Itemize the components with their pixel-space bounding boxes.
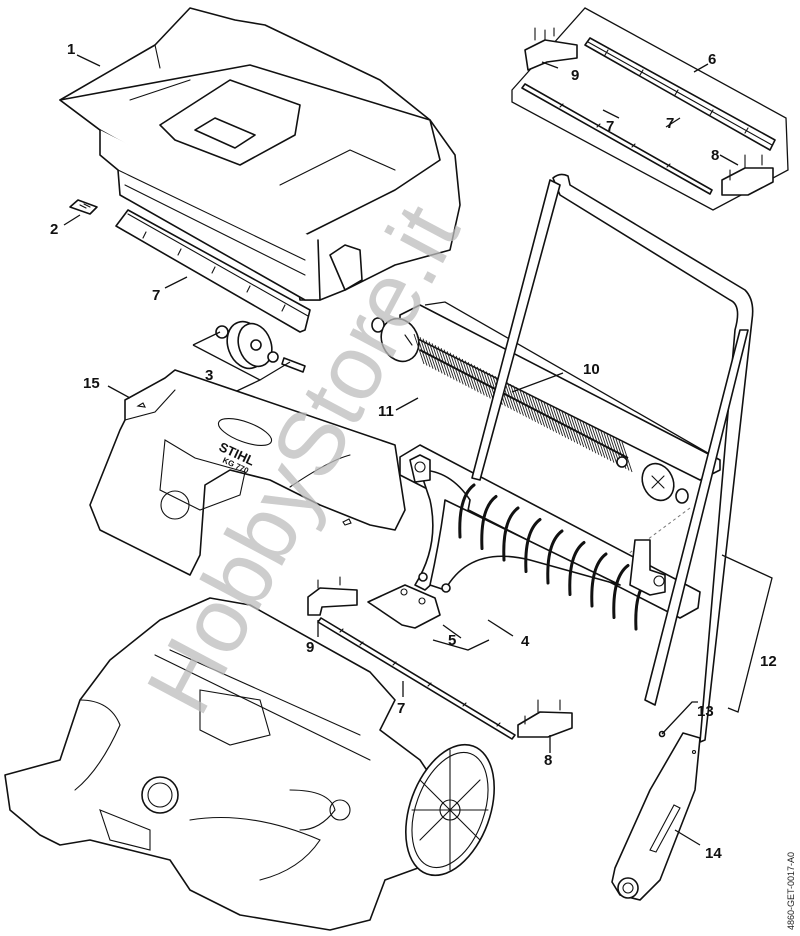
callout-leaders — [63, 54, 739, 846]
callout-6[interactable]: 6 — [708, 51, 716, 68]
document-id: 4860-GET-0017-A0 — [786, 852, 796, 930]
callout-7-lower[interactable]: 7 — [397, 700, 405, 717]
chassis — [4, 597, 496, 931]
callout-4[interactable]: 4 — [521, 633, 530, 650]
housing-cover[interactable]: STIHL KG 770 — [89, 369, 406, 576]
strip-kit[interactable] — [511, 7, 789, 211]
callout-15[interactable]: 15 — [83, 375, 100, 392]
rake-assembly[interactable] — [399, 444, 701, 631]
handle-grip[interactable] — [611, 732, 701, 901]
callout-3[interactable]: 3 — [205, 367, 213, 384]
wheel-set[interactable] — [192, 316, 306, 399]
callout-11[interactable]: 11 — [378, 403, 394, 420]
callout-7-kit-left[interactable]: 7 — [606, 118, 614, 135]
callout-7-kit-right[interactable]: 7 — [666, 115, 674, 132]
callout-labels: 1 2 3 4 5 6 7 7 7 7 8 8 9 9 10 11 12 13 … — [50, 41, 777, 862]
brush-roller-assembly[interactable] — [371, 301, 721, 571]
end-cap-left-lower[interactable] — [307, 576, 358, 616]
callout-14[interactable]: 14 — [705, 845, 722, 862]
pin[interactable] — [658, 701, 699, 738]
callout-12[interactable]: 12 — [760, 653, 777, 670]
callout-8-kit[interactable]: 8 — [711, 147, 719, 164]
callout-8-lower[interactable]: 8 — [544, 752, 552, 769]
callout-5[interactable]: 5 — [448, 632, 456, 649]
clip[interactable] — [69, 199, 98, 215]
callout-10[interactable]: 10 — [583, 361, 600, 378]
rake-bracket[interactable] — [367, 584, 441, 629]
callout-7-upper[interactable]: 7 — [152, 287, 160, 304]
strip-upper[interactable] — [115, 209, 311, 333]
end-cap-right-lower[interactable] — [517, 699, 573, 738]
handle-assembly[interactable] — [471, 173, 773, 743]
callout-2[interactable]: 2 — [50, 221, 58, 238]
callout-1[interactable]: 1 — [67, 41, 75, 58]
collection-box-cover[interactable] — [59, 7, 461, 301]
callout-9-lower[interactable]: 9 — [306, 639, 314, 656]
callout-13[interactable]: 13 — [697, 703, 714, 720]
strip-lower[interactable] — [317, 617, 516, 740]
callout-9-kit[interactable]: 9 — [571, 67, 579, 84]
brush-bristles — [413, 333, 633, 473]
